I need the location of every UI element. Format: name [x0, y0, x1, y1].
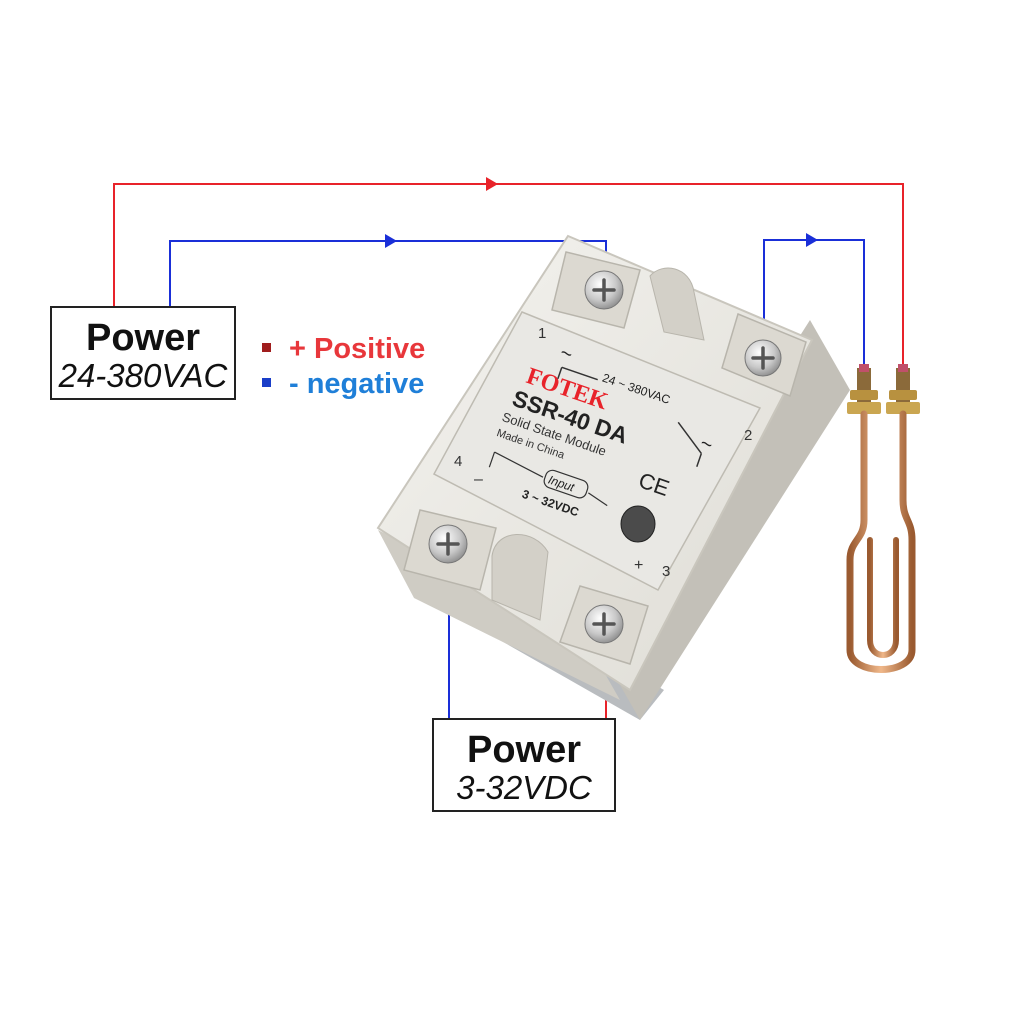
power-dc-voltage: 3-32VDC — [456, 769, 592, 806]
arrow-icon — [385, 234, 397, 248]
negative-swatch-icon — [262, 377, 271, 387]
ac-positive-wire — [113, 183, 904, 372]
legend-positive-label: + Positive — [289, 333, 426, 365]
plus-sign: + — [634, 557, 643, 574]
minus-sign: – — [474, 471, 483, 488]
power-ac-title: Power — [85, 317, 201, 359]
terminal-number-3: 3 — [662, 563, 670, 580]
power-dc-title: Power — [466, 729, 582, 771]
heating-element-icon — [846, 364, 920, 673]
phillips-screw-icon — [744, 339, 782, 377]
phillips-screw-icon — [428, 524, 468, 564]
phillips-screw-icon — [584, 270, 624, 310]
terminal-number-2: 2 — [744, 427, 752, 444]
positive-swatch-icon — [262, 342, 271, 352]
power-ac-box: Power 24-380VAC — [50, 306, 236, 400]
phillips-screw-icon — [584, 604, 624, 644]
arrow-icon — [486, 177, 498, 191]
legend-negative-label: - negative — [289, 368, 425, 400]
status-led — [620, 505, 656, 543]
terminal-number-4: 4 — [454, 453, 462, 470]
terminal-number-1: 1 — [538, 325, 546, 342]
power-ac-voltage: 24-380VAC — [58, 357, 228, 394]
arrow-icon — [806, 233, 818, 247]
power-dc-box: Power 3-32VDC — [432, 718, 616, 812]
legend-positive: + Positive — [262, 333, 425, 366]
legend-negative: - negative — [262, 368, 424, 401]
solid-state-relay: FOTEK SSR-40 DA Solid State Module Made … — [376, 234, 850, 720]
